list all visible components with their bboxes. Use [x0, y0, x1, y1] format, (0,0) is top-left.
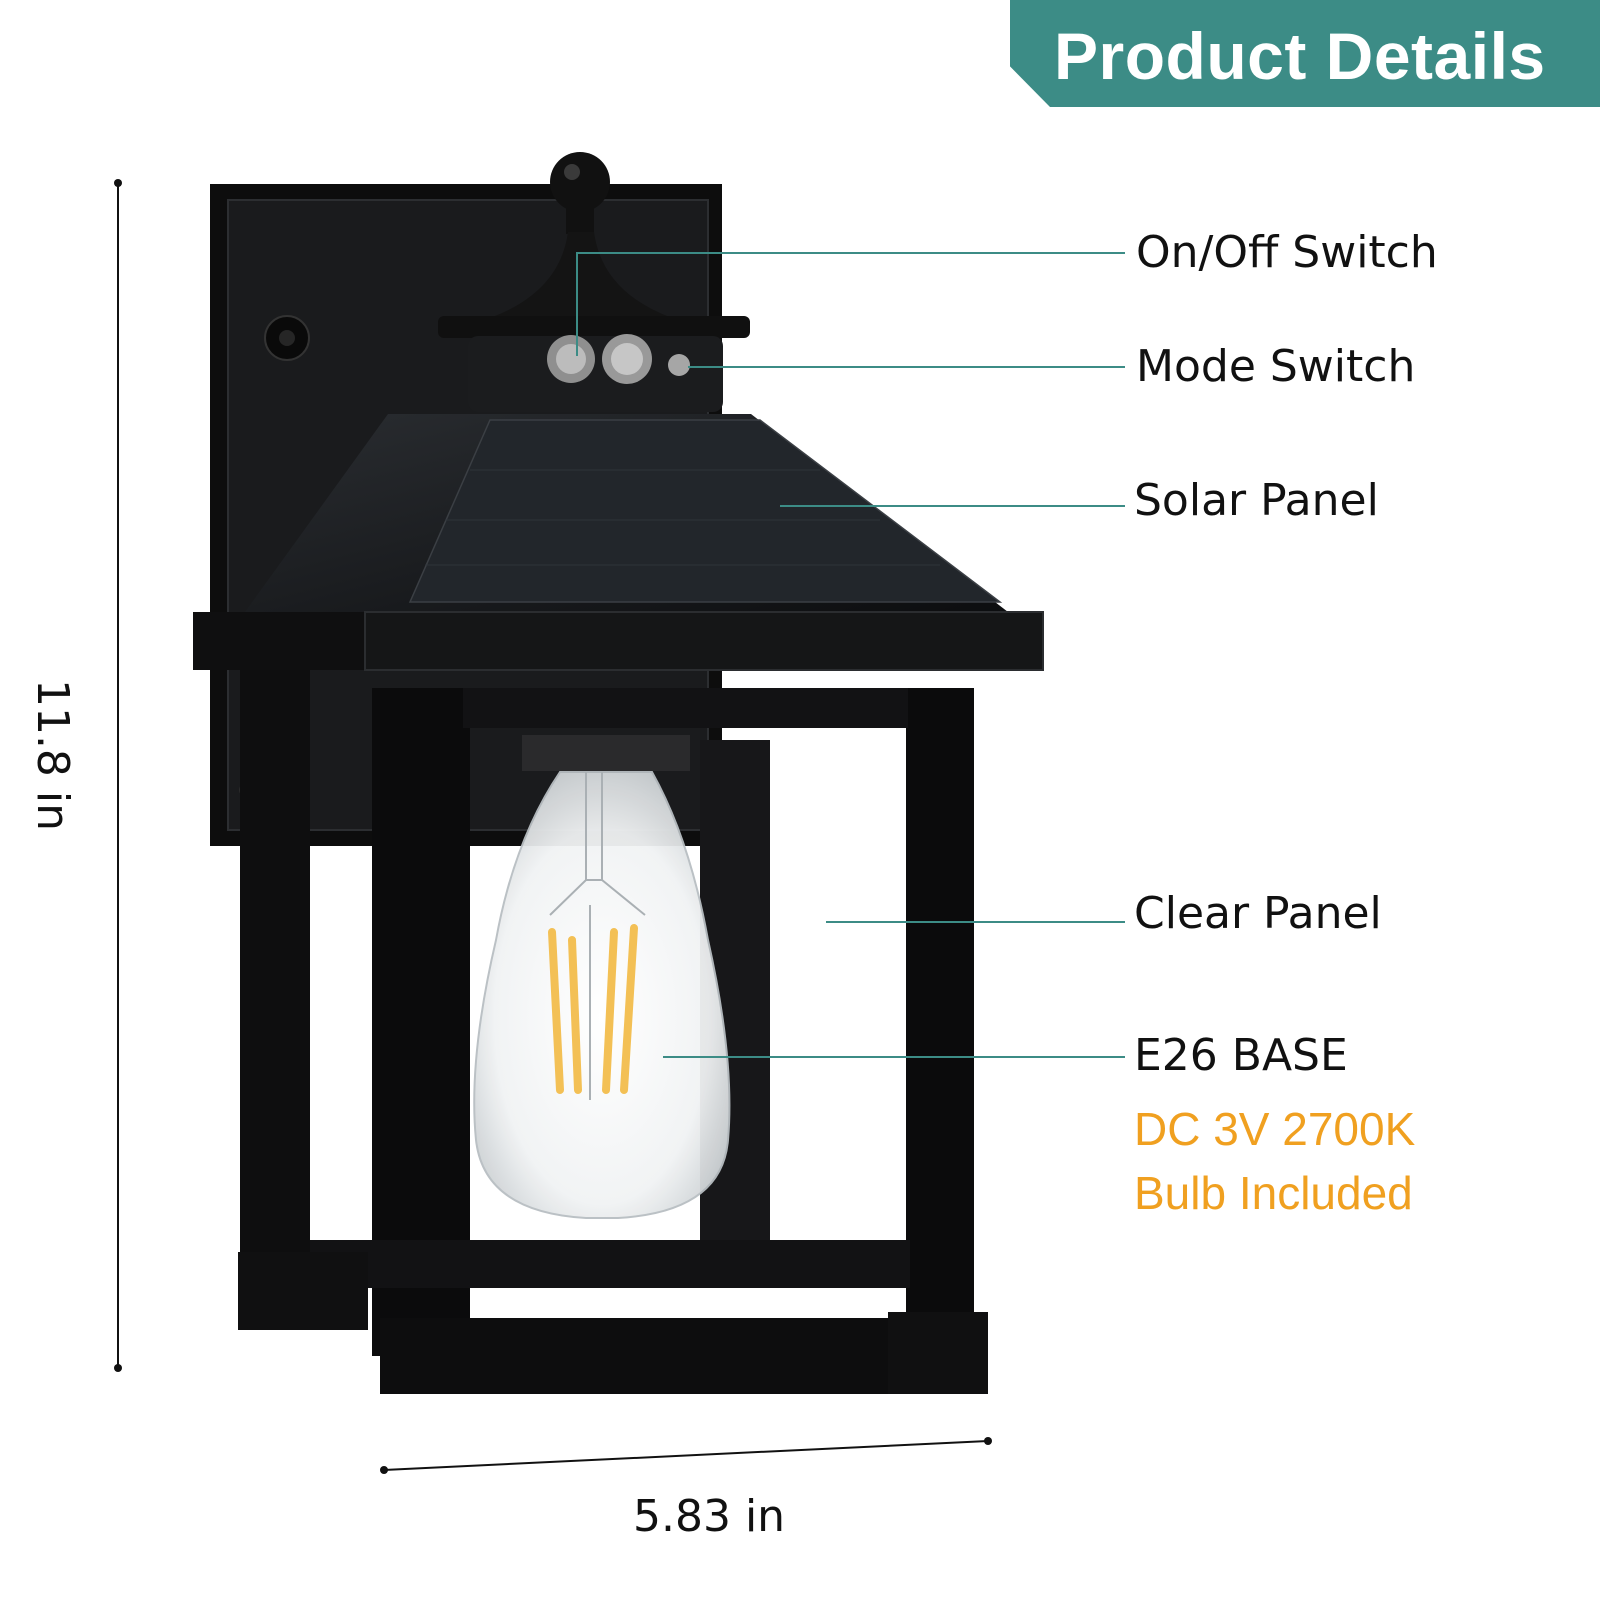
width-dimension-line: [380, 1437, 992, 1474]
spec-bulb-included: Bulb Included: [1134, 1167, 1413, 1219]
spec-voltage-color-temp: DC 3V 2700K: [1134, 1103, 1416, 1155]
lantern-cage: [238, 670, 988, 1394]
banner-background: [1010, 0, 1600, 107]
width-dimension-label: 5.83 in: [633, 1491, 786, 1542]
banner-title: Product Details: [1054, 19, 1546, 93]
callout-solar-panel: Solar Panel: [1134, 475, 1379, 526]
height-dimension-label: 11.8 in: [27, 678, 78, 832]
callout-clear-panel: Clear Panel: [1134, 888, 1382, 939]
solar-roof: [193, 414, 1044, 671]
callout-on-off-switch: On/Off Switch: [1136, 227, 1438, 278]
leader-line-on-off-switch: [576, 252, 1125, 356]
edison-bulb: [473, 735, 731, 1219]
callout-mode-switch: Mode Switch: [1136, 341, 1416, 392]
leader-lines: [576, 252, 1125, 1058]
lamp-cap: [438, 152, 750, 412]
sensor-cluster: [547, 334, 690, 384]
height-dimension-line: [114, 179, 122, 1372]
callout-e26-base: E26 BASE: [1134, 1030, 1348, 1081]
